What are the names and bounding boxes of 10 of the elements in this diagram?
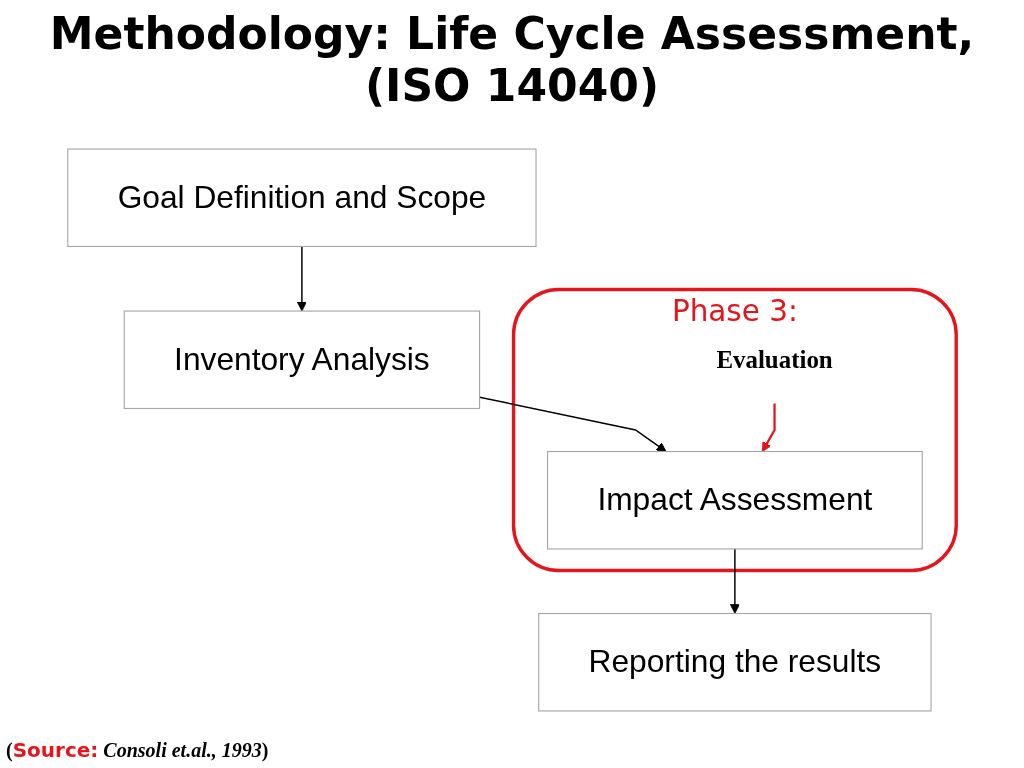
arrow [296, 245, 307, 312]
arrow [761, 403, 776, 452]
node-box: Goal Definition and Scope [67, 148, 537, 248]
node-box: Inventory Analysis [123, 310, 481, 410]
node-box: Reporting the results [538, 612, 932, 712]
node-text: Evaluation [716, 345, 833, 374]
slide-title: Methodology: Life Cycle Assessment, (ISO 14040) [48, 8, 976, 112]
arrow [729, 548, 740, 614]
source-citation: (Source: Consoli et.al., 1993) [6, 738, 269, 762]
node-box: Impact Assessment [546, 450, 923, 550]
